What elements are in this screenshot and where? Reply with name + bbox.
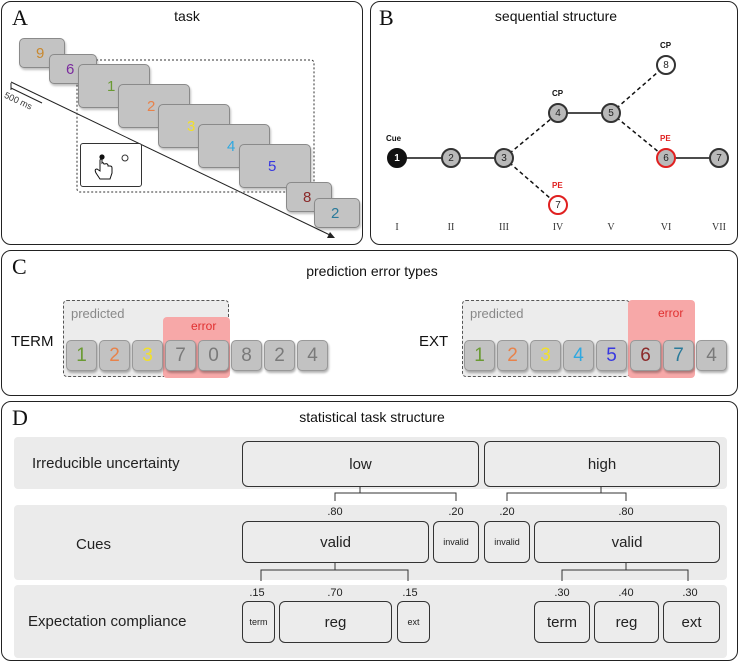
sequence-square: 6: [630, 340, 661, 371]
graph-node-pe: 7: [548, 195, 568, 215]
cue-invalid-probability: .20: [448, 506, 464, 518]
sequence-square: 7: [165, 340, 196, 371]
ext-box: ext: [663, 601, 720, 643]
cue-valid-probability: .80: [618, 506, 634, 518]
card-digit: 4: [227, 138, 236, 155]
cue-valid-box: valid: [242, 521, 429, 563]
error-label: error: [191, 319, 217, 333]
graph-node-cp: 8: [656, 55, 676, 75]
uncertainty-high-box: high: [484, 441, 720, 487]
sequence-square: 2: [264, 340, 295, 371]
sequence-square: 0: [198, 340, 229, 371]
cue-valid-probability: .80: [327, 506, 343, 518]
card-digit: 2: [331, 205, 340, 222]
panel-d-label: D: [12, 405, 28, 430]
sequence-square: 4: [563, 340, 594, 371]
graph-node: 7: [709, 148, 729, 168]
error-label: error: [658, 306, 684, 320]
sequence-square: 1: [464, 340, 495, 371]
term-label: TERM: [11, 333, 54, 350]
graph-node-cue: 1: [387, 148, 407, 168]
sequence-square: 2: [99, 340, 130, 371]
position-label: I: [395, 222, 399, 233]
cues-row-label: Cues: [76, 536, 112, 553]
card-digit: 3: [187, 118, 196, 135]
panel-a-label: A: [12, 5, 28, 30]
ext-probability: .30: [682, 587, 698, 599]
reg-probability: .70: [327, 587, 343, 599]
cue-valid-box: valid: [534, 521, 720, 563]
sequence-square: 4: [696, 340, 727, 371]
panel-c-label: C: [12, 254, 27, 279]
pe-label: PE: [660, 134, 671, 143]
card-digit: 9: [36, 45, 45, 62]
cp-label: CP: [552, 89, 564, 98]
sequence-square: 8: [231, 340, 262, 371]
position-label: III: [499, 222, 509, 233]
graph-node: 3: [494, 148, 514, 168]
pe-label: PE: [552, 181, 563, 190]
sequence-square: 5: [596, 340, 627, 371]
panel-c: C prediction error types TERM predicted …: [1, 250, 738, 396]
reg-box: reg: [594, 601, 659, 643]
cue-invalid-probability: .20: [499, 506, 515, 518]
hand-pointer-icon: [94, 154, 129, 180]
predicted-label: predicted: [470, 306, 524, 321]
sequence-square: 7: [663, 340, 694, 371]
cue-invalid-box: invalid: [484, 521, 530, 563]
position-label: IV: [552, 222, 564, 233]
timeline-arrow: [10, 59, 335, 238]
panel-d-title: statistical task structure: [299, 409, 445, 425]
panel-b-title: sequential structure: [494, 8, 618, 24]
ext-box: ext: [397, 601, 430, 643]
position-label: VI: [660, 222, 672, 233]
stimulus-card: 5: [239, 144, 311, 188]
sequence-square: 2: [497, 340, 528, 371]
panel-a: A task 500 ms 9 6 1 2 3 4 5 8 2: [1, 1, 363, 245]
card-digit: 1: [107, 78, 116, 95]
predicted-label: predicted: [71, 306, 125, 321]
ext-probability: .15: [402, 587, 418, 599]
sequence-square: 3: [132, 340, 163, 371]
term-probability: .15: [249, 587, 265, 599]
graph-node-pe: 6: [656, 148, 676, 168]
cue-label: Cue: [386, 134, 402, 143]
panel-c-title: prediction error types: [306, 263, 438, 279]
cp-label: CP: [660, 41, 672, 50]
position-label: VII: [712, 222, 726, 233]
panel-a-title: task: [174, 8, 200, 24]
uncertainty-low-box: low: [242, 441, 479, 487]
reg-probability: .40: [618, 587, 634, 599]
sequence-square: 1: [66, 340, 97, 371]
term-probability: .30: [554, 587, 570, 599]
graph-node-cp: 4: [548, 103, 568, 123]
card-digit: 6: [66, 61, 75, 78]
card-digit: 8: [303, 189, 312, 206]
card-digit: 2: [147, 98, 156, 115]
card-digit: 5: [268, 158, 277, 175]
graph-node: 5: [601, 103, 621, 123]
sequence-square: 4: [297, 340, 328, 371]
panel-d: D statistical task structure Irreducible…: [1, 401, 738, 661]
ext-label: EXT: [419, 333, 449, 350]
position-label: V: [607, 222, 615, 233]
tree-connectors: [260, 487, 689, 581]
term-box: term: [242, 601, 275, 643]
panel-b-label: B: [379, 5, 394, 30]
compliance-row-label: Expectation compliance: [28, 613, 187, 630]
response-box: [80, 143, 142, 187]
term-box: term: [534, 601, 590, 643]
panel-b: B sequential structure 1 Cue 2 3 4 CP 5 …: [370, 1, 738, 245]
position-label: II: [447, 222, 455, 233]
graph-node: 2: [441, 148, 461, 168]
sequence-square: 3: [530, 340, 561, 371]
uncertainty-row-label: Irreducible uncertainty: [32, 455, 180, 472]
cue-invalid-box: invalid: [433, 521, 479, 563]
stimulus-card: 2: [314, 198, 360, 228]
reg-box: reg: [279, 601, 392, 643]
